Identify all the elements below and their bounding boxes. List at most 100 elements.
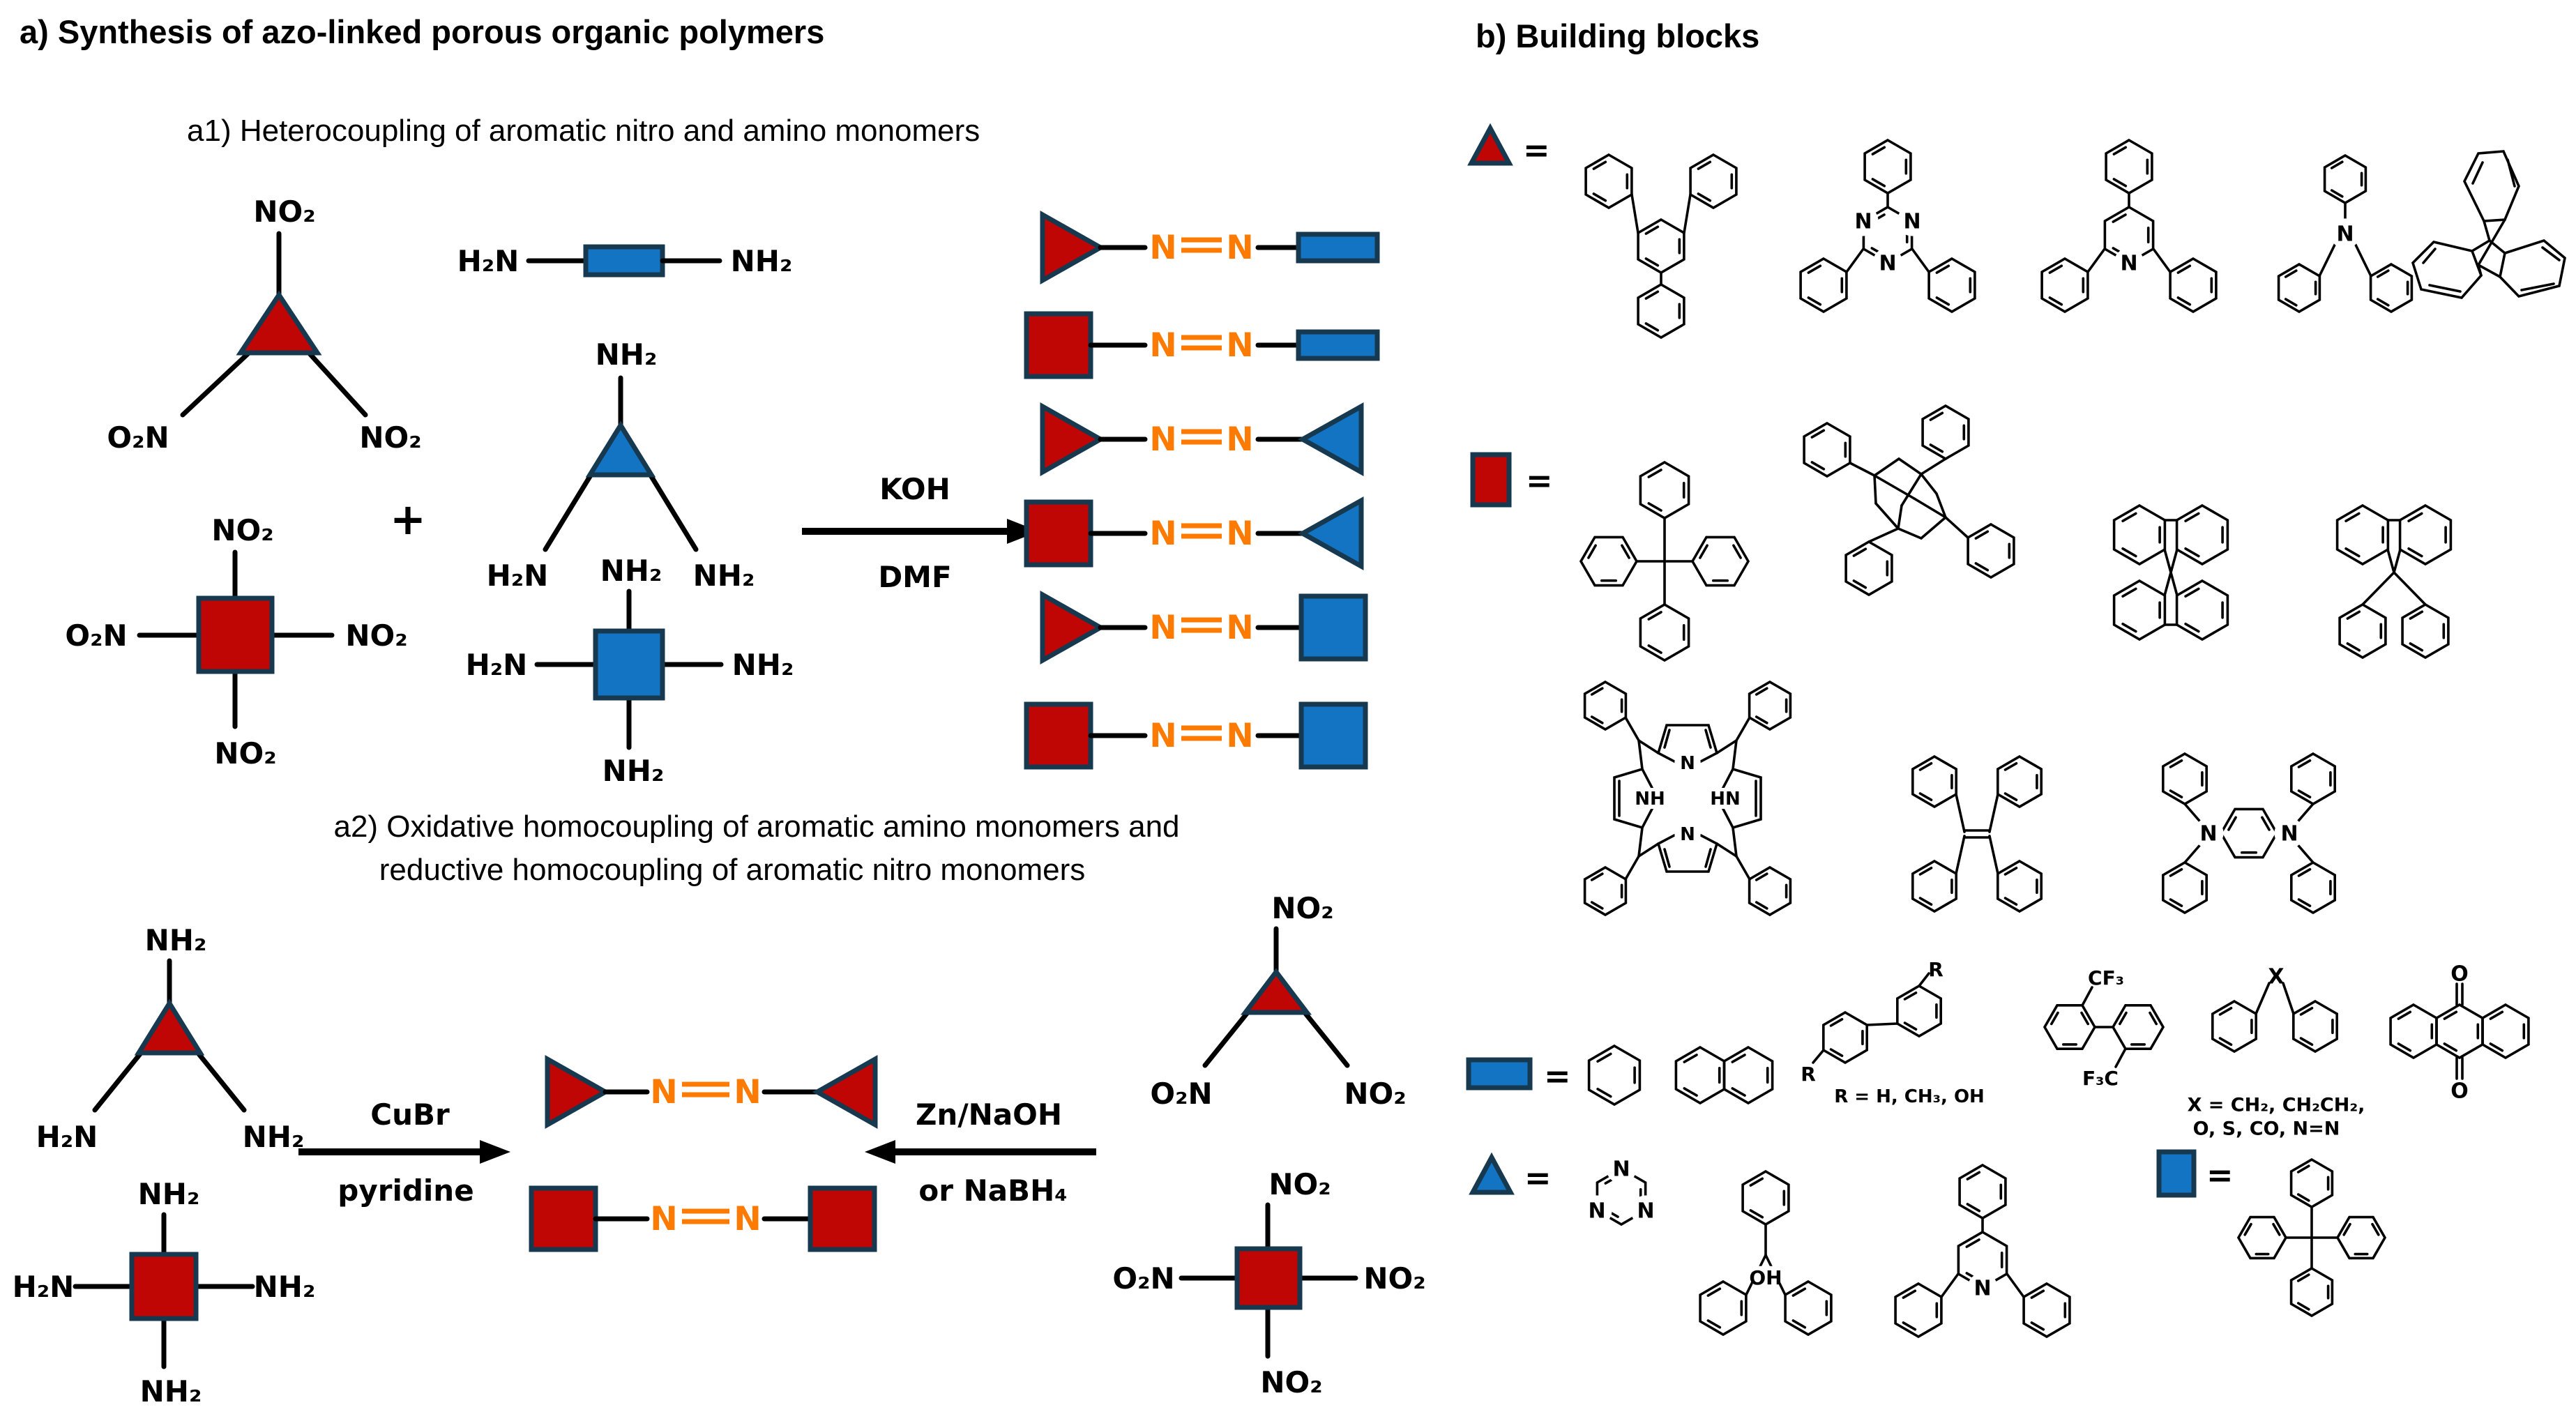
- bond: [1955, 835, 1966, 875]
- legend-equals: =: [2206, 1156, 2234, 1194]
- bond: [2163, 548, 2172, 574]
- atom-label: N: [1588, 1199, 1605, 1224]
- atom-label: N: [1973, 1277, 1991, 1301]
- azo-n: N: [1149, 717, 1176, 755]
- double-bond: [1647, 611, 1662, 621]
- legend-blue-triangle-icon: [1469, 1152, 1515, 1195]
- structure-biphenyl-R: RRR = H, CH₃, OH: [1801, 958, 1985, 1107]
- double-bond: [2184, 623, 2200, 633]
- bond: [1683, 193, 1692, 234]
- double-bond: [2489, 1010, 2504, 1020]
- double-bond: [2346, 610, 2361, 620]
- a2-amino-square-monomer: NH₂ H₂N NH₂ NH₂: [13, 1177, 316, 1408]
- bond: [2393, 571, 2427, 606]
- bond: [1900, 473, 1923, 507]
- structure-triphenylmethanol: OH: [1699, 1169, 1833, 1337]
- double-bond: [1807, 264, 1822, 274]
- double-bond: [1699, 544, 1709, 559]
- double-bond: [2121, 512, 2137, 522]
- double-bond: [2409, 642, 2424, 652]
- double-bond: [1683, 1054, 1698, 1063]
- benzene-ring: [1821, 1010, 1868, 1065]
- bond: [1812, 1049, 1825, 1064]
- a2-subtitle-line2: reductive homocoupling of aromatic nitro…: [379, 853, 1085, 887]
- bond: [1624, 716, 1640, 742]
- bond: [1637, 842, 1660, 858]
- atom-label: O, S, CO, N=N: [2193, 1118, 2340, 1139]
- blue-triangle: [1469, 1152, 1515, 1195]
- double-bond: [1902, 1289, 1917, 1299]
- double-bond: [2149, 1011, 2158, 1026]
- nh2-label: NH₂: [254, 1270, 316, 1304]
- double-bond: [1590, 715, 1604, 724]
- atom-label: N: [1680, 753, 1695, 774]
- double-bond: [2330, 189, 2344, 198]
- a1-product-rows: N N N N N: [1024, 210, 1380, 770]
- a2-amino-triangle-monomer: NH₂ H₂N NH₂: [36, 923, 305, 1154]
- double-bond: [2284, 298, 2298, 307]
- atom-mask: [1630, 1195, 1661, 1226]
- double-bond: [1871, 146, 1886, 155]
- bond: [2353, 241, 2372, 278]
- a1-nitro-square-monomer: NO₂ O₂N NO₂ NO₂: [65, 513, 407, 770]
- bond: [1301, 1009, 1350, 1068]
- a2-nitro-square-monomer: NO₂ O₂N NO₂ NO₂: [1112, 1167, 1425, 1399]
- double-bond: [1810, 461, 1826, 471]
- o2n-label: O₂N: [1112, 1261, 1174, 1296]
- double-bond: [2176, 296, 2192, 306]
- bond: [2152, 248, 2172, 273]
- blue-triangle: [585, 420, 656, 478]
- bond: [1935, 492, 1947, 519]
- benzene-ring: [1997, 754, 2043, 809]
- double-bond: [2184, 587, 2200, 598]
- atom-label: X = CH₂, CH₂CH₂,: [2188, 1094, 2365, 1116]
- double-bond: [1935, 296, 1950, 306]
- double-bond: [2121, 623, 2137, 633]
- double-bond: [2296, 1302, 2310, 1311]
- bond: [1897, 504, 1903, 530]
- double-bond: [1596, 1052, 1612, 1063]
- double-bond: [2297, 868, 2312, 877]
- atom-mask: [2274, 818, 2305, 849]
- bond: [1202, 1009, 1251, 1068]
- benzene-ring: [2022, 1282, 2071, 1339]
- a2-oxidative-arrow: CuBr pyridine: [298, 1097, 510, 1208]
- bond: [2081, 986, 2093, 1007]
- double-bond: [1929, 443, 1944, 453]
- structure-triptycene: [2411, 150, 2566, 299]
- blue-bar: [583, 244, 665, 278]
- a1-reaction-arrow: KOH DMF: [802, 472, 1039, 594]
- benzene-ring: [2389, 1003, 2438, 1060]
- atom-label: R = H, CH₃, OH: [1834, 1086, 1985, 1107]
- nabh4-label: or NaBH₄: [918, 1173, 1067, 1208]
- double-bond: [2299, 1037, 2314, 1046]
- double-bond: [1755, 687, 1768, 696]
- structure-diphenyl-X: XX = CH₂, CH₂CH₂,O, S, CO, N=N: [2188, 965, 2365, 1140]
- no2-label: NO₂: [1344, 1077, 1406, 1111]
- bond: [2361, 571, 2395, 606]
- benzene-ring: [1689, 153, 1738, 210]
- koh-label: KOH: [879, 472, 950, 506]
- double-bond: [1829, 1048, 1844, 1057]
- legend-equals: =: [1524, 1159, 1552, 1197]
- bond: [2471, 161, 2484, 185]
- atom-label: O: [2450, 962, 2469, 987]
- red-square: [129, 1252, 199, 1321]
- benzene-ring: [2323, 153, 2367, 205]
- benzene-ring: [2335, 1215, 2387, 1260]
- structure-triphenylpyridine: N: [2040, 138, 2218, 314]
- product-row-5: N N: [1040, 590, 1368, 665]
- benzene-ring: [1911, 859, 1957, 913]
- bond: [1897, 457, 1923, 476]
- benzene-ring: [2175, 579, 2229, 641]
- nh2-label: NH₂: [732, 648, 794, 682]
- panel-a-title: a) Synthesis of azo-linked porous organi…: [20, 13, 824, 50]
- red-triangle: [134, 998, 205, 1056]
- atom-label: N: [2199, 822, 2217, 846]
- double-bond: [1596, 1088, 1612, 1098]
- bond: [1845, 248, 1865, 273]
- arrow-head: [865, 1140, 895, 1164]
- bond: [2163, 571, 2172, 597]
- no2-label: NO₂: [1260, 1365, 1322, 1399]
- bond: [1624, 855, 1640, 881]
